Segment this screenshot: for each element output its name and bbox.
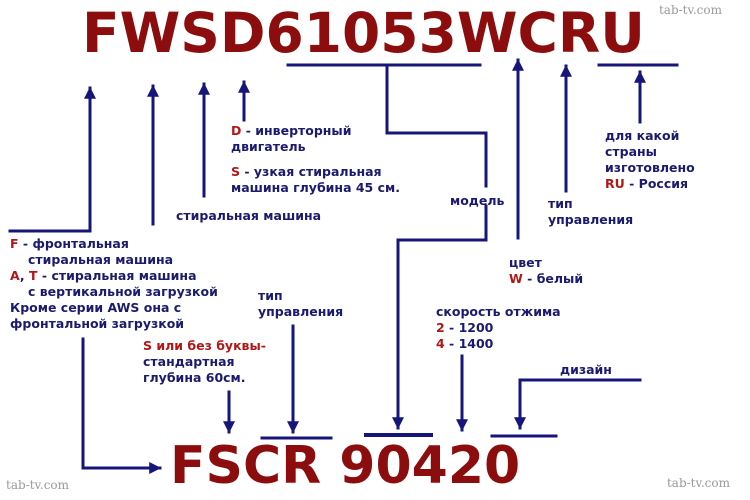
arrow-design: [514, 378, 642, 430]
label-s-standard-depth: S или без буквы- стандартная глубина 60с…: [143, 338, 266, 385]
label-country: для какой страны изготовлено RU - Россия: [605, 128, 695, 191]
arrow-model-bottom: [392, 204, 488, 430]
watermark-top: tab-tv.com: [658, 3, 722, 17]
bottom-model-code: FSCR 90420: [170, 436, 521, 496]
arrow-model: [385, 63, 488, 188]
label-washing-machine: стиральная машина: [176, 208, 322, 223]
label-spin-speed: скорость отжима 2 - 1200 4 - 1400: [436, 304, 561, 351]
watermark-bottom-right: tab-tv.com: [666, 476, 730, 490]
label-s-narrow: S - узкая стиральная машина глубина 45 с…: [231, 164, 400, 195]
arrow-f-frontal: [8, 86, 96, 233]
top-model-code: FWSD61053WCRU: [82, 1, 645, 65]
arrow-f-bottom: [81, 337, 162, 474]
label-front-and-top-loading: F - фронтальная стиральная машина A, T -…: [10, 236, 218, 331]
label-control-type-bottom: тип управления: [258, 288, 344, 319]
label-color: цвет W - белый: [509, 255, 584, 286]
label-control-type-top: тип управления: [548, 196, 634, 227]
watermark-bottom-left: tab-tv.com: [6, 478, 70, 492]
label-d-inverter: D - инверторный двигатель: [231, 123, 352, 154]
label-design: дизайн: [560, 362, 612, 377]
label-model: модель: [450, 193, 505, 208]
